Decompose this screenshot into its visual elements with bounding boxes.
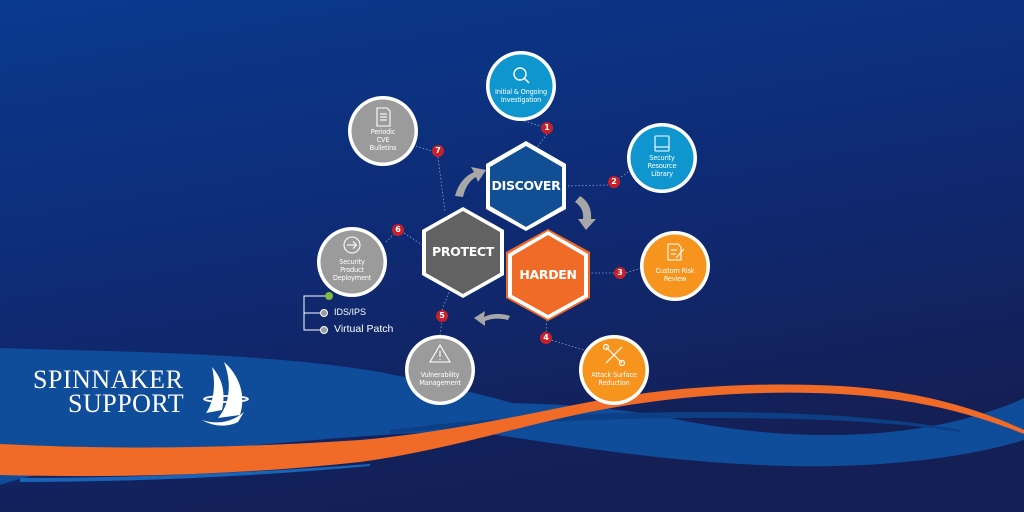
step-badge-6: 6	[392, 224, 404, 236]
green-node-icon	[325, 292, 333, 300]
step-circle-5[interactable]	[405, 335, 475, 405]
magnifier-icon	[513, 67, 530, 84]
step-circle-7[interactable]	[348, 96, 418, 166]
step-badge-4: 4	[540, 332, 552, 344]
node-icon	[320, 309, 328, 317]
step-label-6: Security Product Deployment	[332, 258, 372, 282]
brand-name-line1: SPINNAKER	[33, 365, 184, 394]
tools-icon	[602, 343, 626, 367]
step-circle-2[interactable]	[627, 123, 697, 193]
step-label-5: Vulnerability Management	[419, 371, 461, 387]
hexagon-protect[interactable]	[422, 207, 504, 298]
book-icon	[654, 135, 670, 152]
step-badge-3: 3	[614, 267, 626, 279]
step-label-7: Periodic CVE Bulletins	[369, 128, 397, 152]
deployment-tree	[303, 292, 333, 334]
hexagon-discover-label: DISCOVER	[491, 178, 561, 193]
deployment-option-ids-ips: IDS/IPS	[334, 307, 367, 317]
cycle-arrows	[455, 167, 596, 326]
arrow-harden-to-protect-icon	[474, 311, 510, 326]
step-circle-3[interactable]	[640, 231, 710, 301]
hexagon-discover[interactable]	[486, 141, 566, 231]
step-badge-2: 2	[608, 176, 620, 188]
arrow-discover-to-harden-icon	[575, 196, 596, 230]
hexagon-harden[interactable]	[506, 229, 590, 321]
hexagon-protect-label: PROTECT	[431, 244, 495, 259]
step-circle-1[interactable]	[486, 51, 556, 121]
step-circle-4[interactable]	[579, 335, 649, 405]
brand-name-line2: SUPPORT	[68, 389, 185, 418]
hexagon-harden-label: HARDEN	[519, 267, 577, 282]
decorative-waves	[0, 348, 1024, 485]
document-icon	[376, 107, 391, 127]
arrow-circle-icon	[343, 236, 361, 254]
step-label-4: Attack Surface Reduction	[591, 371, 637, 387]
step-label-3: Custom Risk Review	[655, 267, 695, 283]
step-label-2: Security Resource Library	[647, 154, 677, 178]
step-badge-7: 7	[432, 145, 444, 157]
step-badge-1: 1	[541, 122, 553, 134]
deployment-option-virtual-patch: Virtual Patch	[334, 323, 394, 335]
document-pen-icon	[667, 243, 685, 261]
step-circle-6[interactable]	[317, 227, 387, 297]
node-icon	[320, 326, 328, 334]
step-label-1: Initial & Ongoing Investigation	[495, 88, 547, 104]
arrow-protect-to-discover-icon	[455, 167, 486, 197]
sailboat-logo-icon	[202, 362, 249, 426]
warning-icon	[429, 343, 451, 363]
step-badge-5: 5	[436, 310, 448, 322]
